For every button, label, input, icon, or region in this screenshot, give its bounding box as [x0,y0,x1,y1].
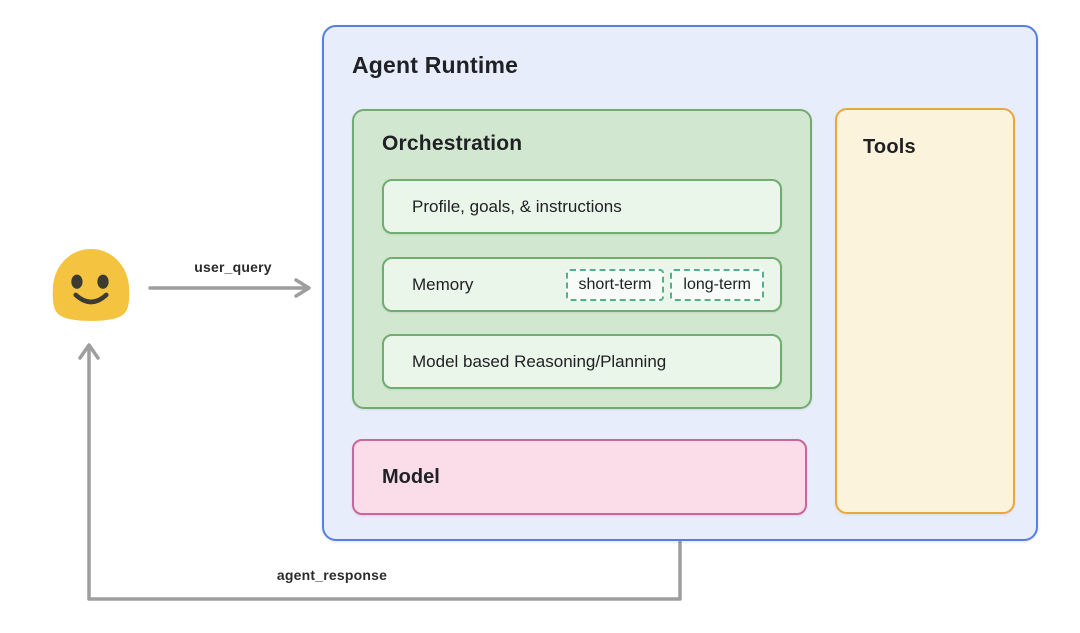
model-title: Model [382,465,440,488]
agent-runtime-box: Agent Runtime Orchestration Profile, goa… [322,25,1038,541]
profile-goals-instructions-label: Profile, goals, & instructions [412,196,622,216]
agent-response-label: agent_response [276,567,388,583]
user-blob-smiley-icon [48,245,134,325]
memory-box: Memory short-term long-term [382,257,782,312]
profile-goals-instructions-box: Profile, goals, & instructions [382,179,782,234]
memory-label: Memory [412,274,474,294]
reasoning-planning-box: Model based Reasoning/Planning [382,334,782,389]
reasoning-planning-label: Model based Reasoning/Planning [412,351,667,371]
agent-response-arrowhead-icon [78,343,100,360]
short-term-memory-tag: short-term [565,268,665,301]
tools-box: Tools [835,108,1015,514]
user-query-arrowhead-icon [294,278,311,298]
memory-tags: short-term long-term [565,268,764,301]
orchestration-box: Orchestration Profile, goals, & instruct… [352,109,812,409]
model-box: Model [352,439,807,515]
agent-runtime-title: Agent Runtime [352,52,519,78]
orchestration-title: Orchestration [382,132,523,155]
tools-title: Tools [863,136,916,158]
long-term-memory-tag: long-term [670,268,764,301]
user-query-label: user_query [194,259,272,275]
